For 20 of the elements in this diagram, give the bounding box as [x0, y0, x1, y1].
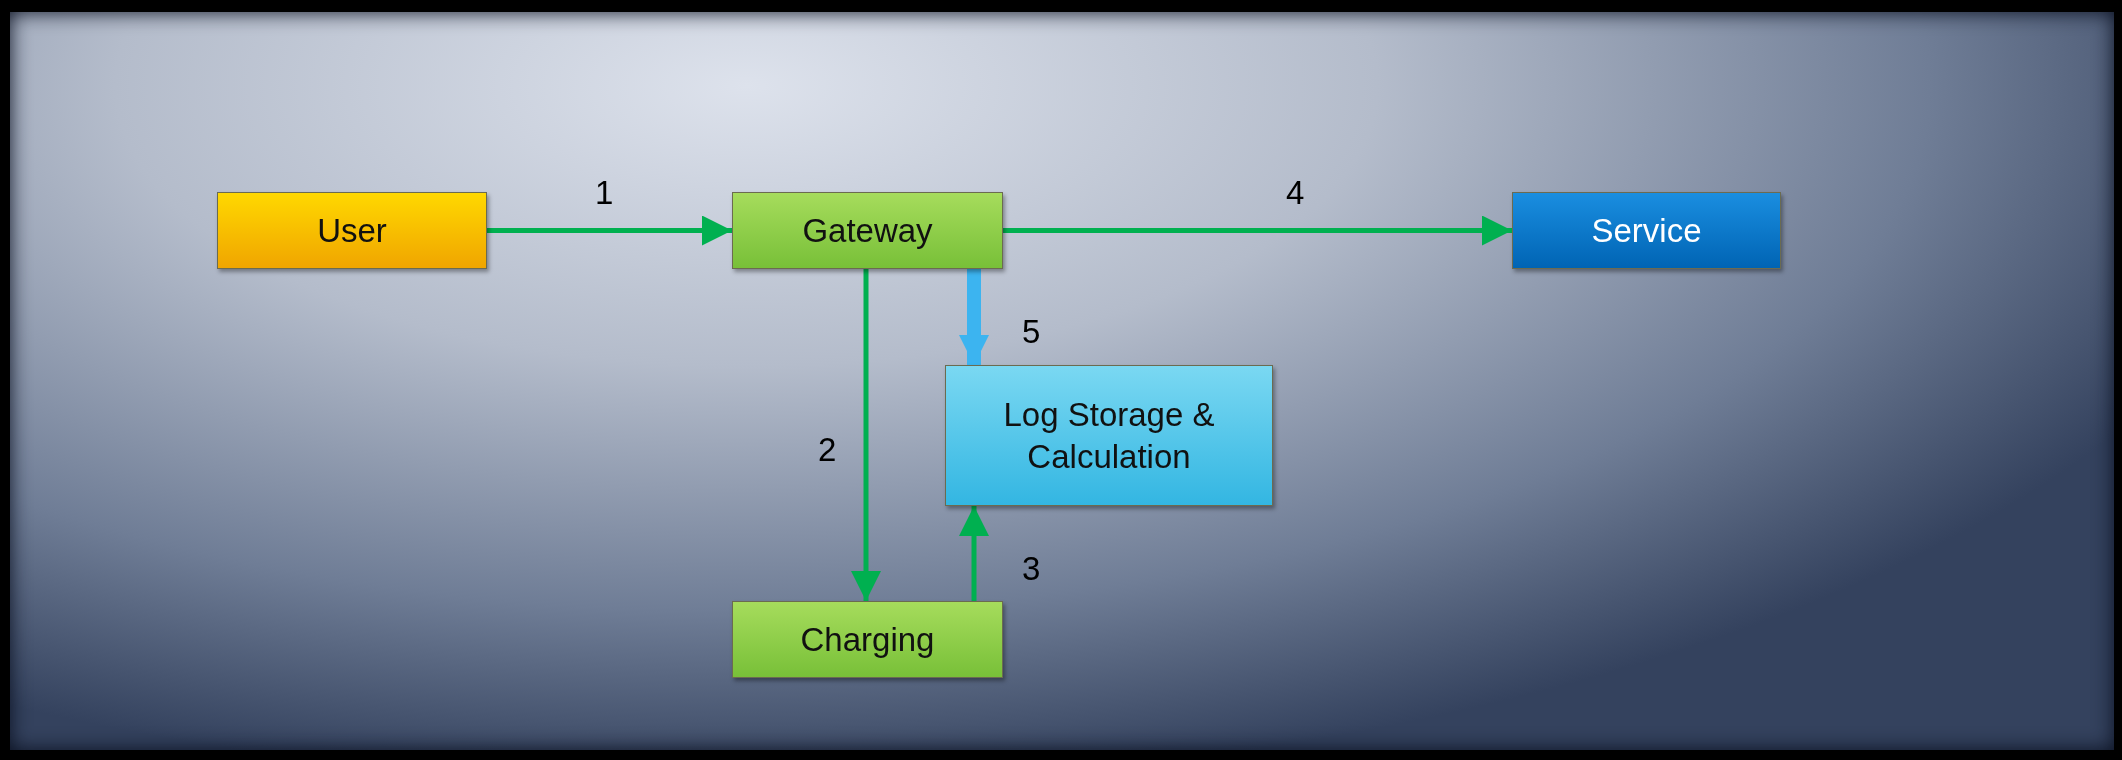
process-box: [732, 601, 1003, 678]
process-box: [945, 365, 1273, 506]
edge-label: 3: [1022, 552, 1041, 585]
edge-label: 4: [1286, 176, 1305, 209]
node-label: User: [317, 210, 387, 251]
node-label: Log Storage & Calculation: [1002, 395, 1216, 477]
edge-label: 2: [818, 433, 837, 466]
edge-label: 1: [595, 176, 614, 209]
arrow: [851, 269, 881, 601]
arrow: [959, 269, 989, 365]
arrow: [1003, 215, 1512, 246]
arrow: [487, 215, 732, 246]
arrow: [959, 506, 989, 601]
node-label: Gateway: [802, 210, 933, 251]
process-box: [732, 192, 1003, 269]
edge-label: 5: [1022, 315, 1041, 348]
process-box: [1512, 192, 1781, 269]
node-label: Service: [1591, 210, 1702, 251]
node-label: Charging: [800, 619, 935, 660]
process-box: [217, 192, 487, 269]
